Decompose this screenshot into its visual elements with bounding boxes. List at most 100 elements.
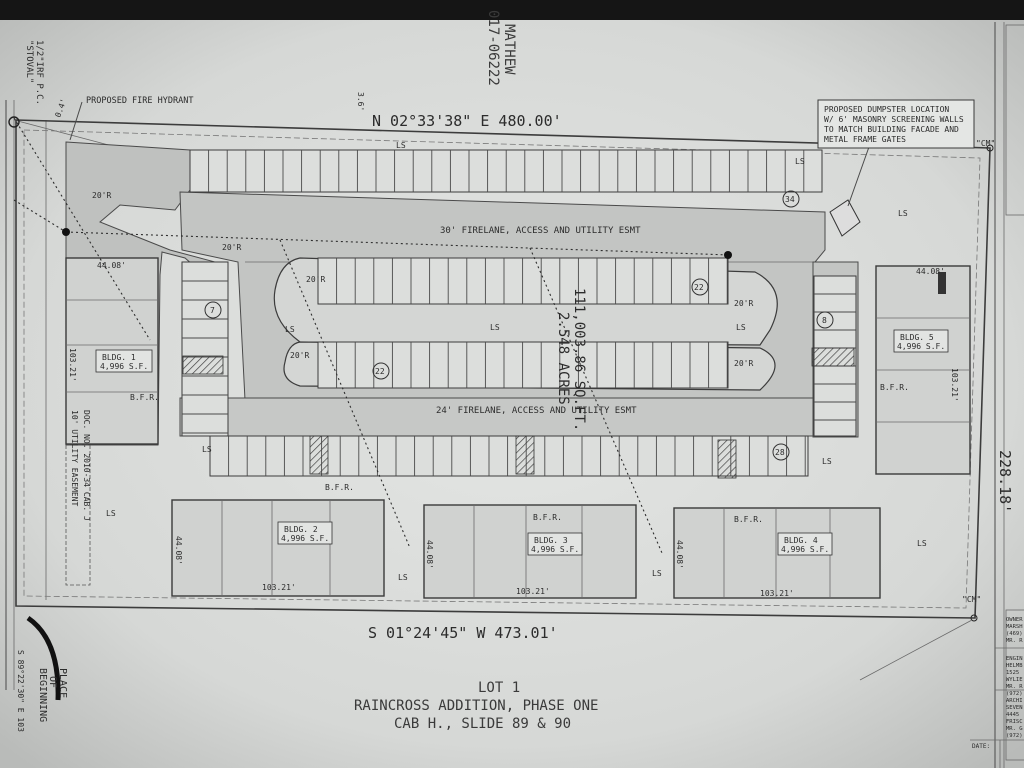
dumpster-note-line-4: METAL FRAME GATES bbox=[824, 135, 906, 144]
radius-label: 20'R bbox=[222, 243, 241, 252]
bldg-1-area: 4,996 S.F. bbox=[100, 362, 148, 371]
tb-text: OWNER bbox=[1006, 617, 1023, 623]
pob-line-2: OF bbox=[47, 676, 58, 688]
pob-line-3: BEGINNING bbox=[37, 668, 48, 722]
svg-text:28: 28 bbox=[775, 448, 785, 457]
svg-text:22: 22 bbox=[694, 283, 704, 292]
landscape-label: LS bbox=[795, 157, 805, 166]
building-3 bbox=[423, 504, 637, 599]
svg-text:8: 8 bbox=[822, 316, 827, 325]
east-bearing: 228.18' bbox=[996, 450, 1014, 513]
building-4 bbox=[673, 507, 881, 599]
tb-date-label: DATE: bbox=[972, 743, 990, 750]
bldg-4-name: BLDG. 4 bbox=[784, 536, 818, 545]
bldg-2-name: BLDG. 2 bbox=[284, 525, 318, 534]
bldg-5-name: BLDG. 5 bbox=[900, 333, 934, 342]
bldg-3-depth: 44.08' bbox=[425, 540, 434, 569]
landscape-label: LS bbox=[490, 323, 500, 332]
tb-text: (972) bbox=[1006, 691, 1023, 697]
adjacent-owner: MATHEW bbox=[501, 24, 517, 75]
bldg-5-area: 4,996 S.F. bbox=[897, 342, 945, 351]
tb-text: 4445 bbox=[1006, 712, 1019, 718]
utility-lines bbox=[13, 117, 731, 554]
tb-text: 1525 bbox=[1006, 670, 1019, 676]
fire-hydrant-marker bbox=[62, 228, 70, 236]
fire-hydrant-label: PROPOSED FIRE HYDRANT bbox=[86, 96, 193, 106]
irf-label-2: "STOVAL" bbox=[24, 40, 34, 83]
bldg-3-name: BLDG. 3 bbox=[534, 536, 568, 545]
firelane-24-label: 24' FIRELANE, ACCESS AND UTILITY ESMT bbox=[436, 406, 637, 416]
tb-text: (469) bbox=[1006, 631, 1023, 637]
utility-easement-label: 10' UTILITY EASEMENT bbox=[70, 410, 79, 507]
radius-label: 20'R bbox=[734, 299, 753, 308]
landscape-label: LS bbox=[202, 445, 212, 454]
monitor-bezel bbox=[0, 0, 1024, 20]
bldg-1-depth: 44.08' bbox=[97, 261, 126, 270]
bldg-1-name: BLDG. 1 bbox=[102, 353, 136, 362]
tb-text: MARSH bbox=[1006, 624, 1023, 630]
adjacent-doc: 017-06222 bbox=[485, 10, 501, 86]
space-count-34: 34 bbox=[782, 190, 800, 208]
space-count-22-south: 22 bbox=[372, 362, 390, 380]
site-area-acres: 2.548 ACRES bbox=[555, 312, 571, 405]
landscape-label: LS bbox=[396, 141, 406, 150]
doc-number-label: DOC. NO. 2010-34 CAB. J bbox=[82, 410, 91, 521]
tb-text: HELMB bbox=[1006, 663, 1023, 669]
building-2 bbox=[171, 499, 385, 597]
corner-leader bbox=[859, 619, 973, 681]
dumpster-note-line-1: PROPOSED DUMPSTER LOCATION bbox=[824, 105, 949, 114]
space-count-8: 8 bbox=[816, 311, 834, 329]
beginning-arrow bbox=[26, 615, 61, 701]
bldg-5-depth: 44.08' bbox=[916, 267, 945, 276]
north-bearing: N 02°33'38" E 480.00' bbox=[372, 112, 562, 130]
radius-label: 20'R bbox=[734, 359, 753, 368]
bfr-label: B.F.R. bbox=[880, 383, 909, 392]
landscape-label: LS bbox=[917, 539, 927, 548]
tb-text: ARCHI bbox=[1006, 698, 1023, 704]
bfr-label: B.F.R. bbox=[130, 393, 159, 402]
bldg-5-width: 103.21' bbox=[950, 368, 959, 402]
svg-text:7: 7 bbox=[210, 306, 215, 315]
radius-label: 20'R bbox=[290, 351, 309, 360]
stall-row-island-north bbox=[317, 257, 729, 305]
corner-marker-ne bbox=[986, 144, 994, 152]
irf-label: 1/2"IRF P.C. bbox=[34, 40, 44, 105]
tb-text: FRISC bbox=[1006, 719, 1023, 725]
landscape-label: LS bbox=[898, 209, 908, 218]
hydrant-leader bbox=[69, 101, 83, 141]
title-block bbox=[970, 22, 1024, 768]
radius-label: 20'R bbox=[92, 191, 111, 200]
bldg-2-depth: 44.08' bbox=[174, 536, 183, 565]
dumpster-enclosure bbox=[829, 199, 861, 237]
landscape-label: LS bbox=[106, 509, 116, 518]
tb-text: MR. G bbox=[1006, 726, 1023, 732]
legal-cabinet: CAB H., SLIDE 89 & 90 bbox=[394, 716, 571, 732]
left-edge-lines bbox=[5, 100, 121, 690]
bldg-1-width: 103.21' bbox=[68, 348, 77, 382]
fire-hydrant-marker-east bbox=[724, 251, 732, 259]
building-1 bbox=[65, 257, 159, 445]
tb-text: MR. R bbox=[1006, 638, 1023, 644]
radius-label: 20'R bbox=[306, 275, 325, 284]
bldg-4-area: 4,996 S.F. bbox=[781, 545, 829, 554]
stall-row-island-south bbox=[317, 341, 729, 389]
sw-bearing: S 89°22'30" E 103 bbox=[16, 650, 25, 732]
iron-rod-marker bbox=[8, 116, 20, 128]
setback-line bbox=[23, 129, 981, 609]
tb-text: ENGIN bbox=[1006, 656, 1023, 662]
dim-3-6: 3.6' bbox=[356, 92, 365, 111]
corner-marker bbox=[970, 614, 978, 622]
landscape-label: LS bbox=[822, 457, 832, 466]
svg-text:22: 22 bbox=[375, 367, 385, 376]
space-count-7: 7 bbox=[204, 301, 222, 319]
utility-easement-strip bbox=[65, 444, 91, 586]
landscape-label: LS bbox=[398, 573, 408, 582]
tb-text: WYLIE bbox=[1006, 677, 1023, 683]
dumpster-note-box bbox=[817, 99, 975, 149]
svg-text:34: 34 bbox=[785, 195, 795, 204]
landscape-label: LS bbox=[736, 323, 746, 332]
landscape-label: LS bbox=[652, 569, 662, 578]
landscape-label: LS bbox=[285, 325, 295, 334]
